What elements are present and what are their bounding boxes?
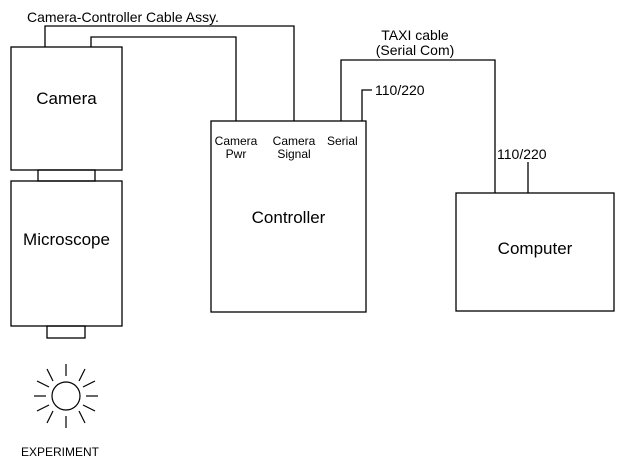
- computer-box: [455, 192, 615, 312]
- port-camera-signal-line1: Camera: [272, 134, 316, 148]
- controller-power-label: 110/220: [375, 82, 425, 98]
- microscope-box: [10, 180, 123, 327]
- computer-power-label: 110/220: [497, 146, 547, 162]
- computer-label: Computer: [497, 239, 573, 258]
- taxi-cable-label-line1: TAXI cable: [381, 27, 449, 43]
- experiment-light-icon: [34, 364, 98, 428]
- port-camera-pwr-line1: Camera: [214, 134, 258, 148]
- microscope-label: Microscope: [23, 230, 110, 249]
- controller-power-cord: [361, 89, 372, 121]
- camera-label: Camera: [36, 89, 97, 108]
- camera-microscope-coupler: [37, 169, 96, 182]
- port-serial: Serial: [327, 134, 358, 148]
- objective-lens: [46, 325, 86, 339]
- controller-box: [210, 120, 367, 313]
- port-camera-pwr-line2: Pwr: [225, 147, 247, 161]
- taxi-cable-label-line2: (Serial Com): [375, 42, 455, 58]
- controller-label: Controller: [251, 208, 326, 227]
- camera-cable-label: Camera-Controller Cable Assy.: [27, 9, 219, 25]
- port-camera-signal-line2: Signal: [277, 147, 311, 161]
- camera-signal-cable: [44, 25, 295, 121]
- taxi-serial-cable: [340, 59, 496, 193]
- camera-box: [10, 46, 123, 171]
- camera-power-cable: [90, 36, 237, 121]
- experiment-label: EXPERIMENT: [21, 445, 100, 459]
